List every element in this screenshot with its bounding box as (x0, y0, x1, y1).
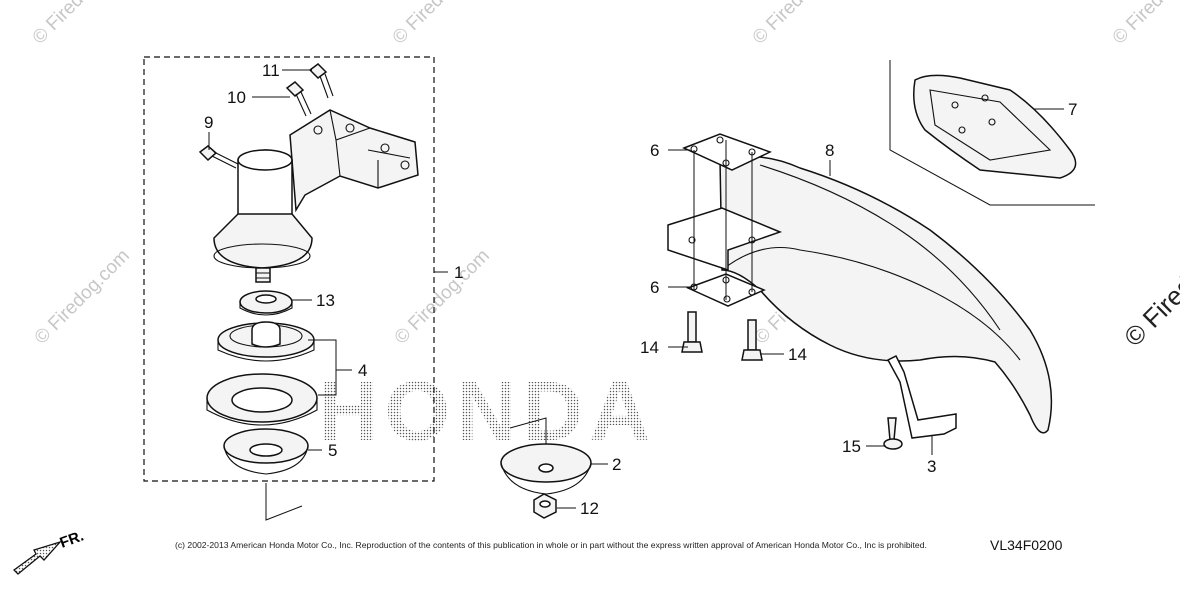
callout-8: 8 (825, 141, 834, 160)
assembly-lines (693, 140, 753, 300)
leader-box-bottom (265, 483, 303, 521)
watermark-text: © Firedog.com (749, 0, 852, 49)
callout-7: 7 (1068, 100, 1077, 119)
nut-12 (533, 493, 557, 519)
screw-15 (883, 417, 903, 450)
watermark-text: © Firedog.com (31, 245, 134, 348)
callout-15: 15 (842, 437, 861, 456)
gear-case (213, 109, 419, 283)
callout-14-right: 14 (788, 345, 807, 364)
bracket-3 (886, 354, 957, 439)
callout-3: 3 (927, 457, 936, 476)
diagram-code: VL34F0200 (990, 537, 1063, 553)
callout-6-upper: 6 (650, 141, 659, 160)
holder-set-4 (206, 321, 318, 426)
bolt-14-right (741, 319, 763, 361)
cover-7 (913, 74, 1077, 179)
callouts: 1 2 3 4 5 6 6 7 8 9 10 11 12 13 14 14 15 (204, 61, 1077, 518)
washer-13 (239, 290, 293, 316)
callout-9: 9 (204, 113, 213, 132)
bolt-10 (285, 81, 312, 117)
copyright-notice: (c) 2002-2013 American Honda Motor Co., … (175, 540, 927, 550)
cover-2 (500, 417, 592, 495)
callout-5: 5 (328, 441, 337, 460)
callout-10: 10 (227, 88, 246, 107)
bolt-14-left (681, 311, 703, 353)
callout-6-lower: 6 (650, 278, 659, 297)
callout-11: 11 (262, 61, 280, 80)
watermark-text: © Firedog.com (29, 0, 132, 49)
bolt-9 (198, 145, 239, 169)
cover-5 (223, 428, 309, 475)
watermark-text: © Firedog.com (391, 245, 494, 348)
callout-2: 2 (612, 455, 621, 474)
inset-frame (889, 60, 1095, 206)
direction-label: FR. (58, 528, 87, 552)
leader-lines (208, 69, 1064, 509)
brand-watermark: HONDA (318, 364, 656, 458)
watermark-text: © Firedog.com (1118, 210, 1180, 352)
watermark-text: © Firedog.com (389, 0, 492, 49)
bolt-11 (308, 63, 334, 99)
watermarks: © Firedog.com © Firedog.com © Firedog.co… (29, 0, 1180, 352)
callout-4: 4 (358, 361, 367, 380)
callout-1: 1 (454, 263, 463, 282)
callout-13: 13 (316, 291, 335, 310)
assembly-box (143, 56, 435, 482)
watermark-text: © Firedog.com (1109, 0, 1180, 49)
direction-arrow-icon: FR. (13, 528, 87, 575)
callout-12: 12 (580, 499, 599, 518)
callout-14-left: 14 (640, 338, 659, 357)
guard-8 (719, 155, 1053, 434)
